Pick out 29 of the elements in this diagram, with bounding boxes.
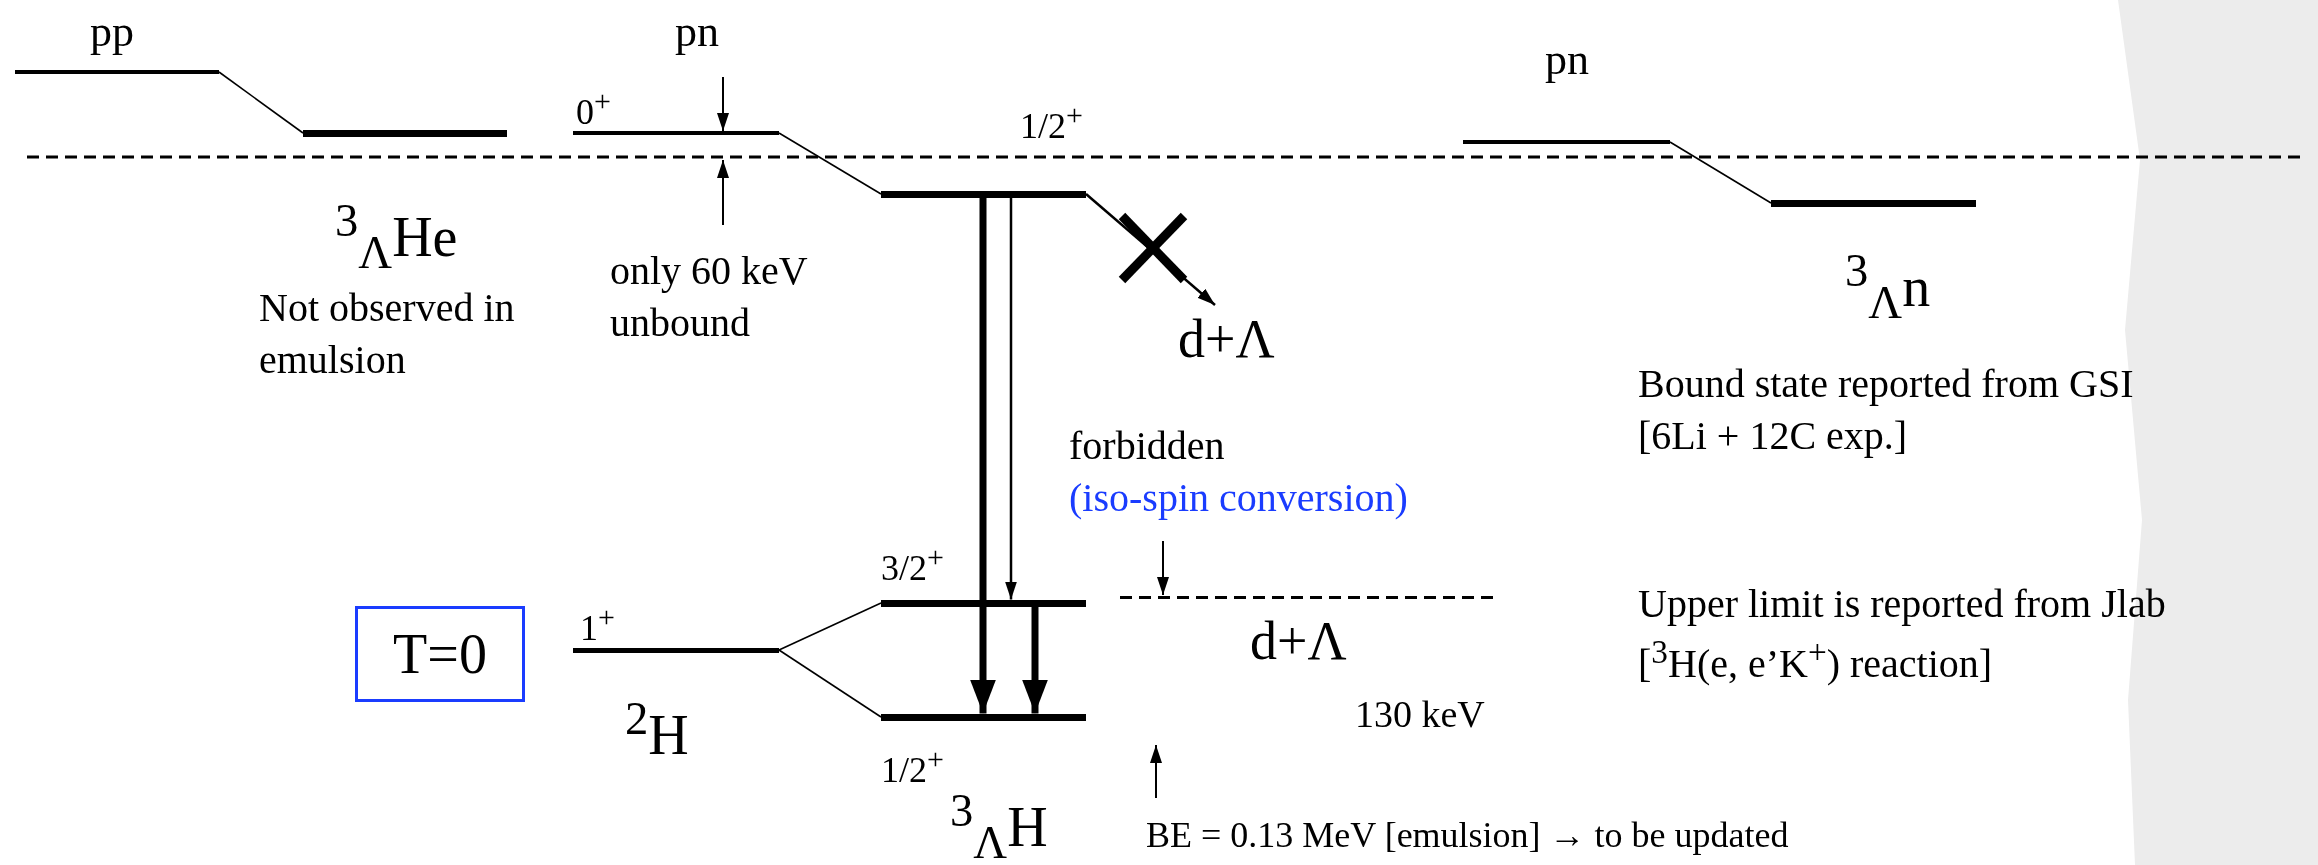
note-text: Bound state reported from GSI [6Li + 12C exp.] [1638, 360, 2135, 460]
level-label: 0$^{+}$ [576, 84, 611, 133]
note-text: Upper limit is reported from Jlab [$^{3}$H(e, e’K$^{+}$) reaction] [1638, 580, 2167, 689]
connector-line [1669, 141, 1772, 204]
level-label: pn [675, 8, 719, 57]
connector-line [778, 132, 882, 195]
state-label: d+Λ [1178, 310, 1275, 370]
level-label: 1$^{+}$ [580, 600, 615, 649]
note-text: only 60 keV unbound [610, 247, 809, 347]
label-box: T=0 [355, 606, 525, 702]
connector-line [778, 649, 882, 718]
level-label: 1/2$^{+}$ [881, 742, 944, 791]
arrow [1085, 193, 1216, 306]
level-label: pp [90, 8, 134, 57]
connector-line [218, 71, 304, 134]
arrow [1022, 606, 1048, 714]
connector-line [778, 602, 882, 651]
state-label: $^{2}$H [625, 693, 689, 767]
level-label: 1/2$^{+}$ [1020, 98, 1083, 147]
note-text: (iso-spin conversion) [1069, 474, 1408, 522]
level-label: 3/2$^{+}$ [881, 540, 944, 589]
level-label: pn [1545, 36, 1589, 85]
note-text: 130 keV [1355, 692, 1485, 737]
note-text: Not observed in emulsion [259, 284, 516, 384]
note-text: forbidden [1069, 422, 1225, 470]
note-text: BE = 0.13 MeV [emulsion] → to be updated [1146, 814, 1789, 857]
arrow [1005, 197, 1017, 600]
state-label: d+Λ [1250, 612, 1347, 672]
arrow [970, 197, 996, 714]
